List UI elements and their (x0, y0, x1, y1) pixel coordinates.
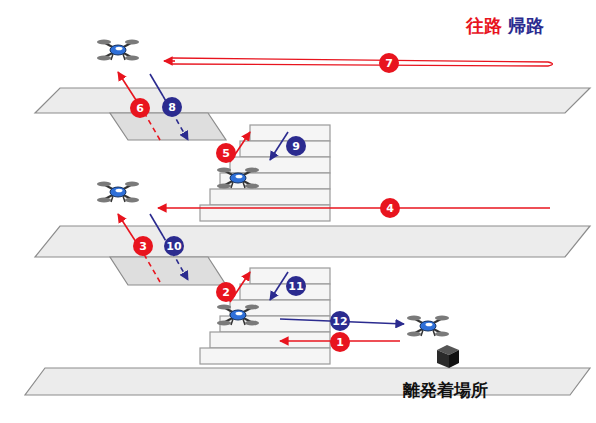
outbound-route (118, 58, 553, 341)
landing (110, 113, 226, 140)
floor-slab (35, 88, 590, 113)
cube-side (449, 350, 459, 368)
callout-circle: 3 (133, 236, 153, 256)
site-label: 離発着場所 (403, 379, 488, 402)
callout-number: 9 (292, 141, 300, 152)
callout-circle: 5 (216, 143, 236, 163)
callout-circle: 6 (130, 98, 150, 118)
callout-number: 2 (222, 287, 230, 298)
callout-number: 12 (332, 316, 347, 327)
package-cube (433, 342, 463, 370)
callout-circle: 4 (380, 198, 400, 218)
callout-number: 5 (222, 148, 230, 159)
callout-number: 10 (166, 241, 181, 252)
landing-site: 離発着場所 (390, 340, 500, 402)
callout-circle: 1 (330, 332, 350, 352)
drone (97, 40, 139, 61)
return-route (150, 74, 404, 324)
floor-slab (35, 226, 590, 257)
callout-circle: 2 (216, 282, 236, 302)
callout-circle: 10 (164, 236, 184, 256)
cube-side (437, 350, 449, 368)
legend-swatch: 帰路 (508, 14, 544, 38)
landing (110, 257, 226, 285)
legend: 往路帰路 (466, 14, 544, 38)
callout-number: 11 (288, 281, 303, 292)
drone (217, 305, 259, 326)
callout-circle: 8 (162, 97, 182, 117)
drone (97, 182, 139, 203)
callout-number: 4 (386, 203, 394, 214)
callout-number: 3 (139, 241, 147, 252)
callout-circle: 12 (330, 311, 350, 331)
callout-number: 1 (336, 337, 344, 348)
callout-circle: 7 (379, 53, 399, 73)
callout-circle: 9 (286, 136, 306, 156)
callout-number: 7 (385, 58, 393, 69)
drone (217, 168, 259, 189)
legend-swatch: 往路 (466, 14, 502, 38)
legend-text: 帰路 (508, 15, 544, 36)
callout-number: 8 (168, 102, 176, 113)
legend-text: 往路 (466, 15, 502, 36)
callout-circle: 11 (286, 276, 306, 296)
drone (407, 316, 449, 337)
floor-slab (25, 368, 590, 395)
callout-number: 6 (136, 103, 144, 114)
